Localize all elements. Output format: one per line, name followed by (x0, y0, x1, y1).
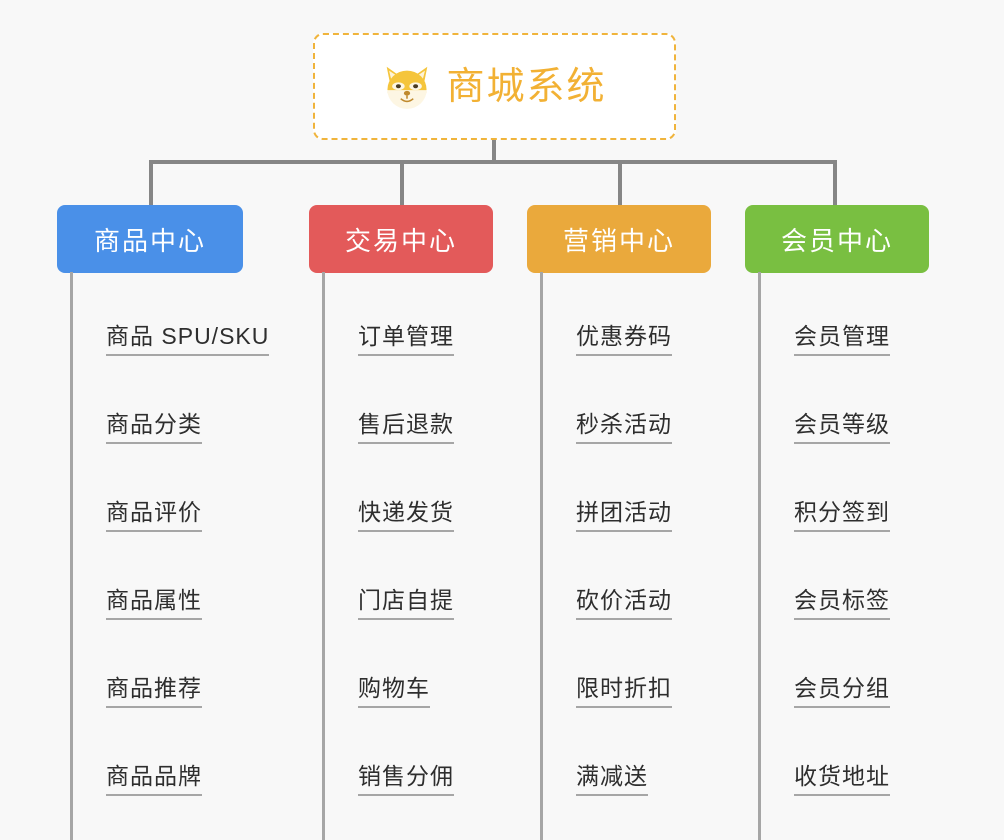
leaf-label: 商品 SPU/SKU (106, 323, 270, 356)
leaf-label: 订单管理 (358, 323, 454, 356)
category-label-2: 交易中心 (344, 225, 457, 256)
category-label-1: 商品中心 (93, 225, 206, 256)
leaf-item[interactable]: 商品推荐 (70, 624, 269, 712)
leaf-label: 限时折扣 (576, 675, 672, 708)
leaf-item[interactable]: 售后退款 (322, 360, 454, 448)
connector-drop-3 (618, 160, 622, 205)
leaf-item[interactable]: 优惠券码 (540, 272, 672, 360)
category-box-4[interactable]: 会员中心 (745, 205, 929, 273)
leaf-item[interactable]: 会员等级 (758, 360, 890, 448)
leaf-item[interactable]: 商品分类 (70, 360, 269, 448)
leaf-item[interactable]: 会员分组 (758, 624, 890, 712)
leaf-label: 购物车 (358, 675, 430, 708)
branch-spine-2 (322, 272, 325, 840)
branch-column-4: 会员管理 会员等级 积分签到 会员标签 会员分组 收货地址 (758, 272, 890, 840)
leaf-item[interactable]: 秒杀活动 (540, 360, 672, 448)
connector-drop-2 (400, 160, 404, 205)
leaf-label: 积分签到 (794, 499, 890, 532)
leaf-label: 会员分组 (794, 675, 890, 708)
leaf-label: 商品属性 (106, 587, 202, 620)
leaf-item[interactable]: 订单管理 (322, 272, 454, 360)
leaf-label: 门店自提 (358, 587, 454, 620)
leaf-label: 商品推荐 (106, 675, 202, 708)
category-box-1[interactable]: 商品中心 (57, 205, 243, 273)
leaf-item[interactable]: 商品 SPU/SKU (70, 272, 270, 360)
leaf-label: 秒杀活动 (576, 411, 672, 444)
leaf-label: 会员管理 (794, 323, 890, 356)
leaf-item[interactable]: 购物车 (322, 624, 454, 712)
branch-spine-1 (70, 272, 73, 840)
branch-column-2: 订单管理 售后退款 快递发货 门店自提 购物车 销售分佣 (322, 272, 454, 840)
leaf-label: 商品评价 (106, 499, 202, 532)
leaf-label: 售后退款 (358, 411, 454, 444)
leaf-item[interactable]: 销售分佣 (322, 712, 454, 800)
leaf-label: 商品品牌 (106, 763, 202, 796)
root-node[interactable]: 商城系统 (313, 33, 676, 140)
connector-trunk-vertical (492, 140, 496, 162)
branch-spine-3 (540, 272, 543, 840)
leaf-item[interactable]: 门店自提 (322, 536, 454, 624)
leaf-item[interactable]: 收货地址 (758, 712, 890, 800)
leaf-item[interactable]: 快递发货 (322, 448, 454, 536)
leaf-item[interactable]: 会员管理 (758, 272, 890, 360)
leaf-label: 会员标签 (794, 587, 890, 620)
category-label-3: 营销中心 (562, 225, 675, 256)
leaf-item[interactable]: 商品品牌 (70, 712, 269, 800)
leaf-label: 拼团活动 (576, 499, 672, 532)
leaf-item[interactable]: 商品属性 (70, 536, 269, 624)
leaf-item[interactable]: 会员标签 (758, 536, 890, 624)
leaf-label: 满减送 (576, 763, 648, 796)
leaf-item[interactable]: 拼团活动 (540, 448, 672, 536)
leaf-item[interactable]: 限时折扣 (540, 624, 672, 712)
leaf-label: 砍价活动 (576, 587, 672, 620)
leaf-item[interactable]: 商品评价 (70, 448, 269, 536)
root-title: 商城系统 (446, 65, 607, 108)
branch-column-1: 商品 SPU/SKU 商品分类 商品评价 商品属性 商品推荐 商品品牌 (70, 272, 270, 840)
leaf-label: 快递发货 (358, 499, 454, 532)
leaf-item[interactable]: 积分签到 (758, 448, 890, 536)
category-box-3[interactable]: 营销中心 (527, 205, 711, 273)
leaf-label: 商品分类 (106, 411, 202, 444)
leaf-label: 收货地址 (794, 763, 890, 796)
branch-column-3: 优惠券码 秒杀活动 拼团活动 砍价活动 限时折扣 满减送 (540, 272, 672, 840)
leaf-label: 会员等级 (794, 411, 890, 444)
shiba-dog-icon (387, 66, 428, 109)
leaf-item[interactable]: 满减送 (540, 712, 672, 800)
branch-spine-4 (758, 272, 761, 840)
leaf-label: 优惠券码 (576, 323, 672, 356)
category-label-4: 会员中心 (780, 225, 893, 256)
connector-drop-1 (149, 160, 153, 205)
leaf-label: 销售分佣 (358, 763, 454, 796)
connector-horizontal-bar (149, 160, 837, 164)
connector-drop-4 (833, 160, 837, 205)
leaf-item[interactable]: 砍价活动 (540, 536, 672, 624)
category-box-2[interactable]: 交易中心 (309, 205, 493, 273)
